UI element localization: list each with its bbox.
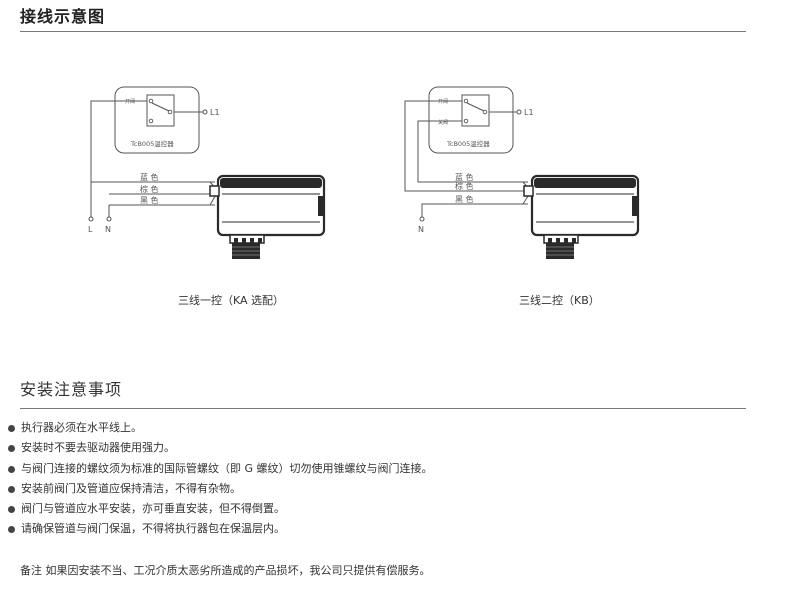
thermostat-box <box>428 86 514 154</box>
wire-black-label: 黑 色 <box>140 195 159 205</box>
thermostat-box <box>114 86 200 154</box>
wire-blue-label: 蓝 色 <box>140 172 159 182</box>
list-item: 执行器必须在水平线上。 <box>8 418 433 438</box>
notes-title: 安装注意事项 <box>20 380 123 399</box>
list-item: 与阀门连接的螺纹须为标准的国际管螺纹（即 G 螺纹）切勿使用锥螺纹与阀门连接。 <box>8 459 433 479</box>
wire-blue-label: 蓝 色 <box>455 172 474 182</box>
remark-text: 备注 如果因安装不当、工况介质太恶劣所造成的产品损坏，我公司只提供有偿服务。 <box>20 564 431 577</box>
bullet-icon <box>8 465 15 473</box>
list-item: 安装前阀门及管道应保持清洁，不得有杂物。 <box>8 479 433 499</box>
bullet-icon <box>8 526 15 534</box>
list-item: 安装时不要去驱动器使用强力。 <box>8 438 433 458</box>
bullet-icon <box>8 425 15 432</box>
bullet-icon <box>8 506 15 514</box>
switch-frame <box>461 94 490 127</box>
thermostat-label: TcB005温控器 <box>130 139 174 148</box>
terminal-l-label: L <box>88 225 93 234</box>
bullet-icon <box>8 485 15 493</box>
switch-close-label: 关阀 <box>438 119 448 126</box>
title-divider <box>20 31 746 32</box>
list-item: 阀门与管道应水平安装，亦可垂直安装，但不得倒置。 <box>8 499 433 519</box>
switch-frame <box>146 94 175 127</box>
page-title: 接线示意图 <box>20 7 106 26</box>
thermostat-label: TcB005温控器 <box>446 139 490 148</box>
wiring-diagram: 开阀 L1 TcB005温控器 蓝 色 棕 色 黑 色 L N 开阀 关阀 L1 <box>88 86 640 261</box>
list-item: 请确保管道与阀门保温，不得将执行器包在保温层内。 <box>8 519 433 539</box>
terminal-n-label: N <box>105 225 111 234</box>
wire-brown-label: 棕 色 <box>455 181 474 191</box>
caption-ka: 三线一控（KA 选配） <box>178 294 285 307</box>
notes-list: 执行器必须在水平线上。 安装时不要去驱动器使用强力。 与阀门连接的螺纹须为标准的… <box>8 418 433 540</box>
terminal-n-label: N <box>418 225 424 234</box>
actuator-kb <box>522 174 640 261</box>
wire-brown-label: 棕 色 <box>140 184 159 194</box>
bullet-icon <box>8 445 15 453</box>
caption-kb: 三线二控（KB） <box>519 294 600 307</box>
diagram-ka: 开阀 L1 TcB005温控器 蓝 色 棕 色 黑 色 L N <box>88 86 326 261</box>
diagram-kb: 开阀 关阀 L1 TcB005温控器 蓝 色 棕 色 黑 色 N <box>404 86 640 261</box>
l1-label: L1 <box>210 108 220 117</box>
actuator-ka <box>208 174 326 261</box>
wire-black-label: 黑 色 <box>455 194 474 204</box>
l1-label: L1 <box>524 108 534 117</box>
notes-divider <box>20 408 746 409</box>
